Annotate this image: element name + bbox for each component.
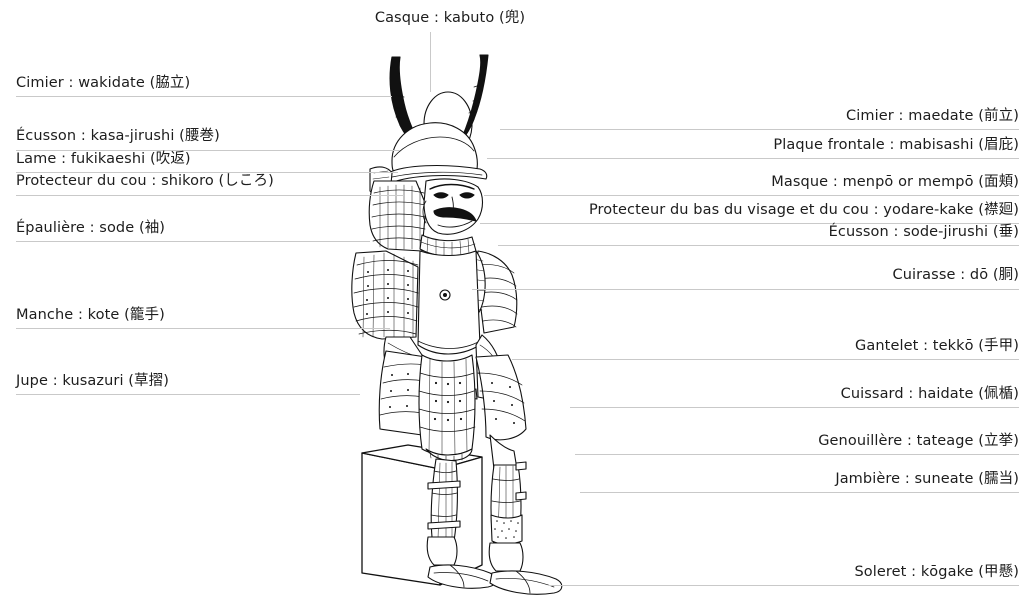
leader-line-kote [16, 328, 390, 329]
right-foot-kogake [488, 542, 563, 595]
shikoro-neck-guard [368, 180, 427, 252]
leader-line-tateage [575, 454, 1019, 455]
leader-line-kabuto [430, 32, 431, 92]
callout-sode-jirushi: Écusson : sode-jirushi (垂) [828, 224, 1019, 240]
callout-wakidate: Cimier : wakidate (脇立) [16, 75, 191, 91]
callout-kabuto: Casque : kabuto (兜) [374, 10, 526, 26]
menpo-face-mask [422, 178, 484, 235]
leader-line-suneate [580, 492, 1019, 493]
leader-line-fukikaeshi [16, 172, 398, 173]
leader-line-wakidate [16, 96, 392, 97]
callout-do: Cuirasse : dō (胴) [892, 267, 1019, 283]
leader-line-shikoro [16, 195, 404, 196]
kusazuri-skirt [378, 350, 527, 457]
callout-yodare-kake: Protecteur du bas du visage et du cou : … [588, 202, 1019, 218]
right-leg-suneate [489, 434, 527, 548]
callout-haidate: Cuissard : haidate (佩楯) [840, 386, 1019, 402]
leader-line-do [472, 289, 1019, 290]
leader-line-kogake [548, 585, 1019, 586]
callout-kasa-jirushi: Écusson : kasa-jirushi (腰巻) [16, 128, 220, 144]
right-sode-shoulder-guard [475, 250, 518, 334]
leader-line-maedate [500, 129, 1019, 130]
callout-suneate: Jambière : suneate (臑当) [835, 471, 1019, 487]
callout-kogake: Soleret : kōgake (甲懸) [854, 564, 1019, 580]
callout-maedate: Cimier : maedate (前立) [846, 108, 1019, 124]
callout-tekko: Gantelet : tekkō (手甲) [855, 338, 1019, 354]
leader-line-menpo [484, 195, 1019, 196]
leader-line-tekko [512, 359, 1019, 360]
do-cuirass [417, 250, 481, 355]
leader-line-mabisashi [487, 158, 1019, 159]
callout-menpo: Masque : menpō or mempō (面頬) [771, 174, 1019, 190]
callout-tateage: Genouillère : tateage (立挙) [818, 433, 1019, 449]
camp-stool [361, 444, 483, 586]
callout-kote: Manche : kote (籠手) [16, 307, 165, 323]
left-sode-shoulder-guard [351, 250, 419, 340]
left-leg-suneate [427, 458, 461, 542]
kabuto-helmet [385, 122, 488, 184]
leader-line-yodare-kake [480, 223, 1019, 224]
callout-mabisashi: Plaque frontale : mabisashi (眉庇) [773, 137, 1019, 153]
samurai-armor-illustration [330, 45, 630, 600]
leader-line-sode-jirushi [498, 245, 1019, 246]
leader-line-kasa-jirushi [16, 150, 400, 151]
callout-sode: Épaulière : sode (袖) [16, 220, 166, 236]
leader-line-haidate [570, 407, 1019, 408]
left-foot-kogake [426, 536, 497, 589]
callout-kusazuri: Jupe : kusazuri (草摺) [16, 373, 169, 389]
callout-shikoro: Protecteur du cou : shikoro (しころ) [16, 173, 274, 189]
leader-line-sode [16, 241, 370, 242]
right-horn-kuwagata [459, 54, 489, 143]
callout-fukikaeshi: Lame : fukikaeshi (吹返) [16, 151, 191, 167]
leader-line-kusazuri [16, 394, 360, 395]
